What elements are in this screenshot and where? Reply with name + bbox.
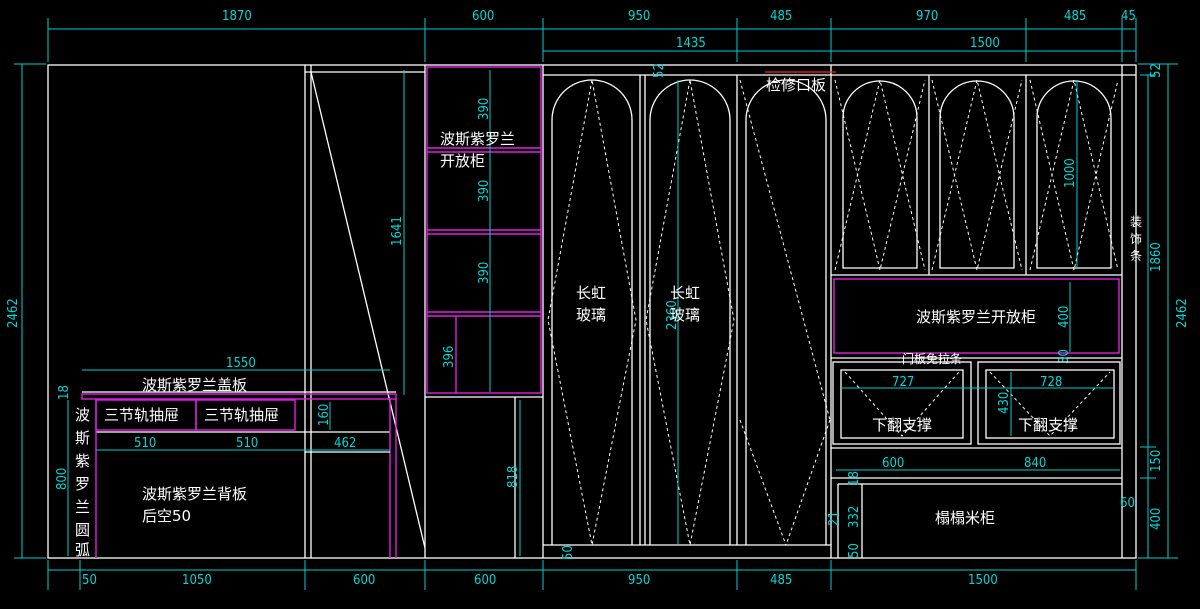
open-cabinet-label-1: 波斯紫罗兰 — [440, 130, 515, 148]
overall-outline — [47, 64, 1137, 559]
dim-drawer-727: 727 — [892, 375, 914, 390]
back-board-label: 波斯紫罗兰背板 — [142, 485, 247, 503]
arc-side-5: 兰 — [75, 498, 90, 516]
door-pull-free-label: 门板免拉条 — [902, 351, 962, 366]
dim-base-600: 600 — [882, 456, 904, 471]
dim-desk-18: 18 — [57, 385, 72, 400]
dim-desk-462: 462 — [334, 436, 356, 451]
desk-drawers — [95, 399, 397, 558]
glass-left-label-2: 玻璃 — [576, 306, 606, 324]
arc-side-3: 紫 — [75, 452, 90, 470]
arc-side-2: 斯 — [75, 429, 90, 447]
glass-right-label-2: 玻璃 — [670, 306, 700, 324]
bottom-dimension-line — [47, 560, 1137, 590]
drawer-right-label: 三节轨抽屉 — [204, 406, 279, 424]
dim-base-18: 18 — [847, 471, 862, 486]
decor-strip-2: 饰 — [1130, 232, 1142, 246]
arc-side-1: 波 — [75, 406, 90, 424]
dim-top-4: 485 — [770, 9, 792, 24]
tatami-cabinet-label: 榻榻米柜 — [935, 509, 995, 527]
dim-base-50b: 50 — [847, 543, 862, 558]
dim-top-1: 1870 — [222, 9, 252, 24]
flap-support-right-label: 下翻支撑 — [1018, 416, 1078, 434]
open-cabinet-label-2: 开放柜 — [440, 152, 485, 170]
open-cabinet-shelves — [425, 66, 543, 558]
dim-bottom-4: 600 — [474, 573, 496, 588]
dim-top-3: 950 — [628, 9, 650, 24]
dim-desk-1550: 1550 — [226, 356, 256, 371]
dim-bottom-6: 485 — [770, 573, 792, 588]
dim-right-150: 150 — [1149, 450, 1164, 472]
back-gap-label: 后空50 — [142, 507, 191, 525]
dim-shelf-390c: 390 — [477, 262, 492, 284]
flap-support-left-label: 下翻支撑 — [872, 416, 932, 434]
right-arch-dashed-diagonals — [834, 79, 1119, 271]
dim-2360: 2360 — [665, 300, 680, 330]
dim-desk-160: 160 — [317, 404, 332, 426]
dim-base-21: 21 — [827, 511, 842, 526]
dim-top-2: 600 — [472, 9, 494, 24]
dim-bottom-7: 1500 — [968, 573, 998, 588]
drawer-left-label: 三节轨抽屉 — [104, 406, 179, 424]
arc-side-4: 罗 — [75, 475, 90, 493]
decor-strip-1: 装 — [1130, 215, 1142, 229]
dim-top-7: 45 — [1121, 9, 1136, 24]
dim-bottom-2: 1050 — [182, 573, 212, 588]
glass-right-label-1: 长虹 — [670, 284, 700, 302]
dim-desk-510b: 510 — [236, 436, 258, 451]
dim-top-6: 485 — [1064, 9, 1086, 24]
arc-side-7: 弧 — [75, 541, 90, 559]
dim-30: 30 — [1057, 349, 1072, 364]
dim-1000: 1000 — [1063, 158, 1078, 188]
right-arch-doors — [831, 75, 1122, 276]
right-dimension-line — [1138, 63, 1178, 559]
dim-drawer-728: 728 — [1040, 375, 1062, 390]
dim-base-50a: 50 — [561, 545, 576, 560]
dim-left-total: 2462 — [6, 298, 21, 328]
decor-strip-3: 条 — [1130, 249, 1142, 263]
arc-side-6: 圆 — [75, 521, 90, 539]
dim-base-332: 332 — [847, 506, 862, 528]
dim-shelf-390b: 390 — [477, 180, 492, 202]
dim-430: 430 — [997, 392, 1012, 414]
glass-left-label-1: 长虹 — [576, 284, 606, 302]
dim-818: 818 — [506, 466, 521, 488]
glass-door-dashed-diagonals — [547, 79, 831, 546]
desk-cover-board — [81, 391, 397, 400]
dim-right-400: 400 — [1149, 508, 1164, 530]
dim-shelf-390a: 390 — [477, 98, 492, 120]
diagonal-line — [310, 71, 426, 549]
dim-400: 400 — [1057, 306, 1072, 328]
top-dimension-line — [47, 18, 1137, 62]
flap-drawers — [831, 361, 1122, 449]
dim-shelf-396: 396 — [442, 346, 457, 368]
dim-52: 52 — [652, 63, 667, 78]
dim-top2-1: 1435 — [676, 36, 706, 51]
left-dimension-line — [14, 63, 46, 559]
dim-top-5: 970 — [916, 9, 938, 24]
right-open-cabinet — [833, 278, 1120, 354]
dim-desk-800: 800 — [55, 468, 70, 490]
inspection-panel-label: 检修口板 — [766, 76, 826, 94]
dim-base-840: 840 — [1024, 456, 1046, 471]
dim-bottom-3: 600 — [353, 573, 375, 588]
dim-bottom-5: 950 — [628, 573, 650, 588]
dim-base-60: 60 — [1120, 496, 1135, 511]
dim-right-1860: 1860 — [1149, 242, 1164, 272]
dim-desk-510a: 510 — [134, 436, 156, 451]
dim-right-total: 2462 — [1175, 298, 1190, 328]
cover-board-label: 波斯紫罗兰盖板 — [142, 376, 247, 394]
right-open-cabinet-label: 波斯紫罗兰开放柜 — [916, 308, 1036, 326]
dim-bottom-1: 50 — [82, 573, 97, 588]
dim-right-52: 52 — [1149, 63, 1164, 78]
dim-1641: 1641 — [390, 216, 405, 246]
tatami-base — [831, 477, 1122, 558]
dim-top2-2: 1500 — [970, 36, 1000, 51]
